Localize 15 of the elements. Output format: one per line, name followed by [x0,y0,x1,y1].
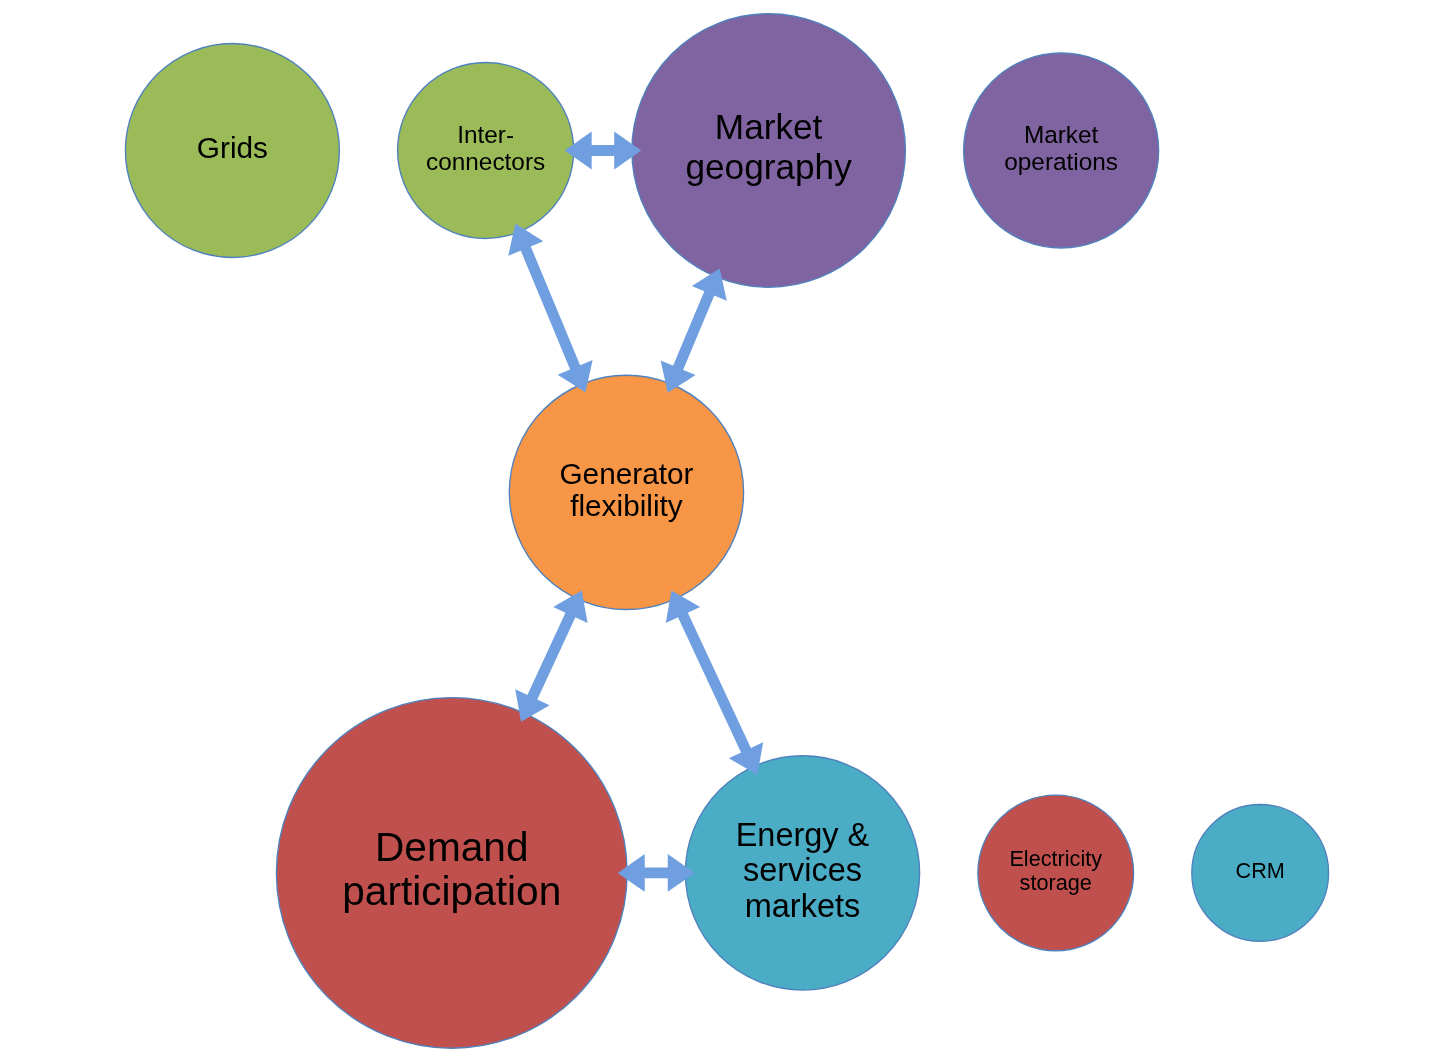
arrow [665,590,763,775]
node-circle: CRM [1190,803,1329,942]
node-circle: Market operations [962,52,1159,249]
arrow [617,854,695,892]
arrow [514,590,588,722]
node-circle: Demand participation [275,696,628,1049]
node-circle: Market geography [630,13,906,288]
node-circle: Inter- connectors [396,61,574,240]
arrow [660,268,727,393]
arrow [507,223,593,393]
node-circle: Energy & services markets [684,755,920,991]
node-circle: Grids [124,42,340,259]
arrow [564,131,641,170]
node-circle: Electricity storage [976,794,1134,952]
node-circle: Generator flexibility [508,374,744,611]
